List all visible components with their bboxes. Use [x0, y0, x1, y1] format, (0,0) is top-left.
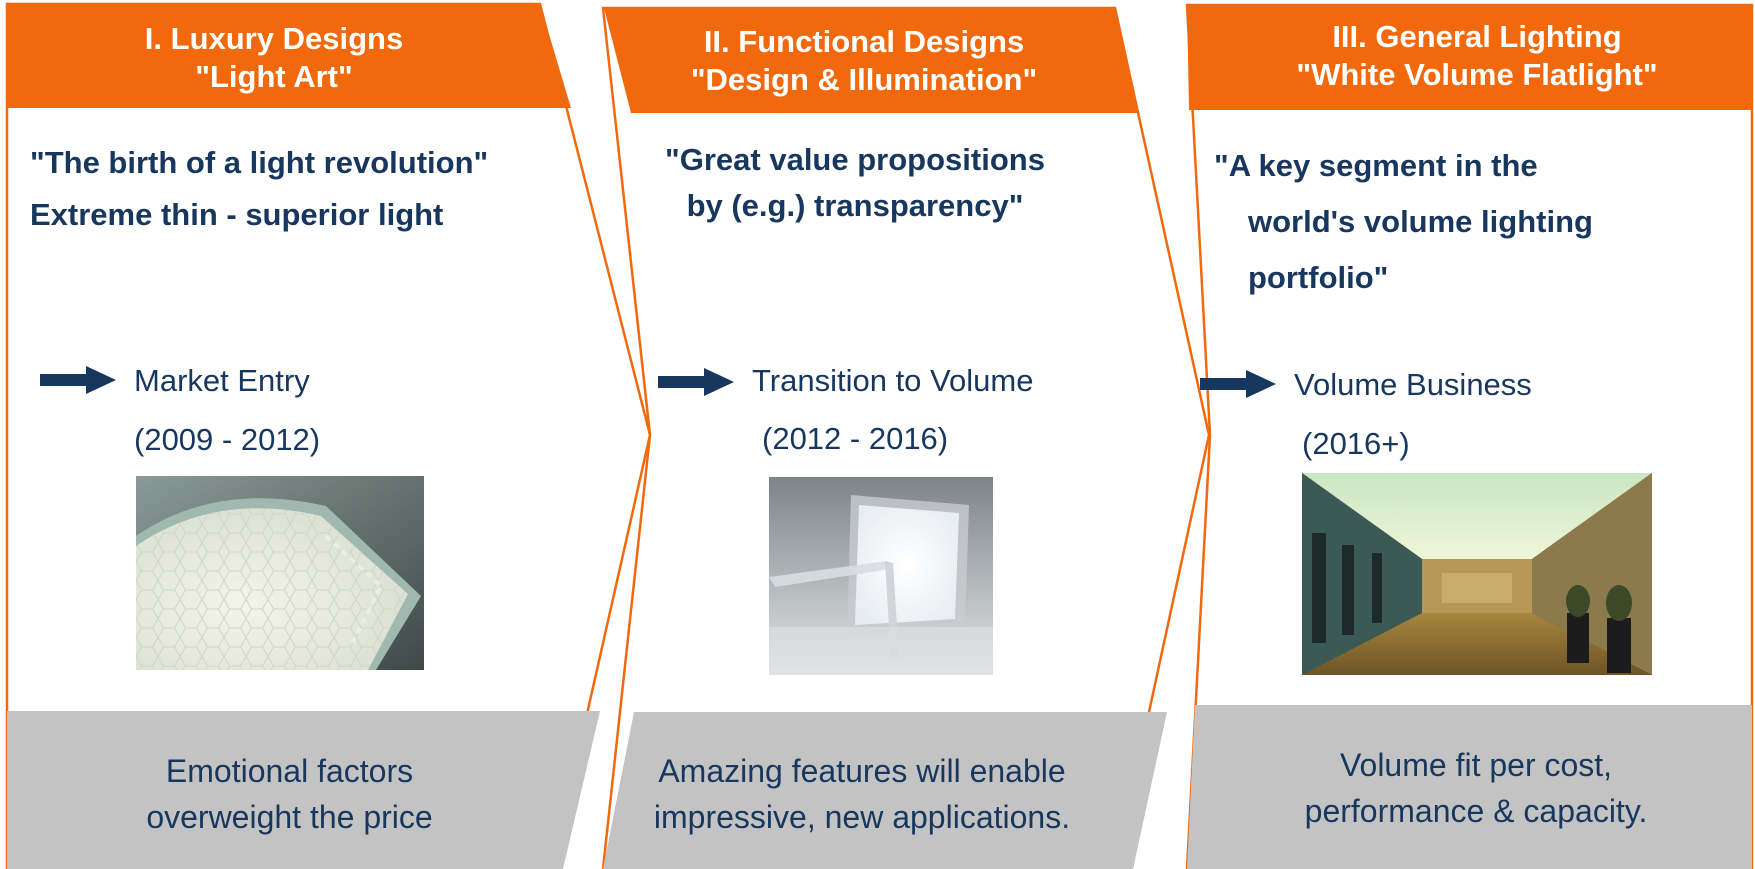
oled-panel-image: [136, 476, 424, 670]
right-arrow-icon: [1200, 370, 1276, 398]
column-2-header-line2: "Design & Illumination": [690, 62, 1038, 97]
column-2-quote-line1: "Great value propositions: [665, 142, 1045, 177]
office-corridor-image: [1302, 473, 1652, 675]
column-3-header-line1: III. General Lighting: [1332, 19, 1622, 54]
column-2-footer-bg: [603, 712, 1167, 869]
column-2-footer: Amazing features will enable impressive,…: [622, 748, 1102, 840]
column-2-stage-period: (2012 - 2016): [762, 421, 949, 456]
column-3-quote-line1: "A key segment in the: [1214, 148, 1538, 183]
column-1-footer-bg: [7, 711, 600, 869]
column-3-footer-line1: Volume fit per cost,: [1339, 747, 1613, 783]
transparent-oled-image: [769, 477, 993, 675]
right-arrow-icon: [40, 366, 116, 394]
column-3-shape: [1185, 3, 1754, 869]
column-1-quote: "The birth of a light revolution" Extrem…: [30, 137, 488, 241]
column-2-quote-line2: by (e.g.) transparency": [686, 188, 1024, 223]
column-3-quote-line2: world's volume lighting: [1248, 204, 1593, 239]
column-3-header: III. General Lighting "White Volume Flat…: [1232, 18, 1722, 94]
column-2-photo: [769, 477, 993, 675]
column-2-stage-label: Transition to Volume: [752, 363, 1034, 398]
column-2-shape: [601, 6, 1211, 869]
column-2-footer-line2: impressive, new applications.: [653, 799, 1071, 835]
column-2-quote: "Great value propositions by (e.g.) tran…: [630, 137, 1080, 229]
column-1-header-line1: I. Luxury Designs: [144, 21, 404, 56]
column-1-header-bg: [7, 4, 571, 108]
column-1-quote-line2: Extreme thin - superior light: [30, 197, 444, 232]
column-3-photo: [1302, 473, 1652, 675]
column-2-footer-line1: Amazing features will enable: [658, 753, 1066, 789]
column-1-stage-period: (2009 - 2012): [134, 422, 321, 457]
column-1-footer: Emotional factors overweight the price: [92, 748, 487, 840]
column-1-shape: [5, 2, 652, 869]
right-arrow-icon: [658, 368, 734, 396]
column-1-header: I. Luxury Designs "Light Art": [100, 20, 448, 96]
column-1-header-line2: "Light Art": [195, 59, 353, 94]
column-3-stage-label: Volume Business: [1294, 367, 1532, 402]
column-3-footer-line2: performance & capacity.: [1304, 793, 1648, 829]
column-1-quote-line1: "The birth of a light revolution": [30, 145, 489, 180]
column-3-quote-line3: portfolio": [1248, 260, 1389, 295]
column-2-header-bg: [604, 8, 1138, 113]
column-3-stage-period: (2016+): [1302, 426, 1410, 461]
column-1-photo: [136, 476, 424, 670]
column-3-header-line2: "White Volume Flatlight": [1296, 57, 1658, 92]
column-1-stage-label: Market Entry: [134, 363, 310, 398]
column-3-quote: "A key segment in the world's volume lig…: [1214, 138, 1593, 306]
column-2-header: II. Functional Designs "Design & Illumin…: [640, 23, 1088, 99]
column-1-footer-line2: overweight the price: [146, 799, 433, 835]
column-2-header-line1: II. Functional Designs: [703, 24, 1025, 59]
column-1-footer-line1: Emotional factors: [165, 753, 414, 789]
column-3-footer: Volume fit per cost, performance & capac…: [1232, 742, 1720, 834]
column-3-footer-bg: [1187, 705, 1752, 869]
column-3-header-bg: [1187, 5, 1752, 110]
